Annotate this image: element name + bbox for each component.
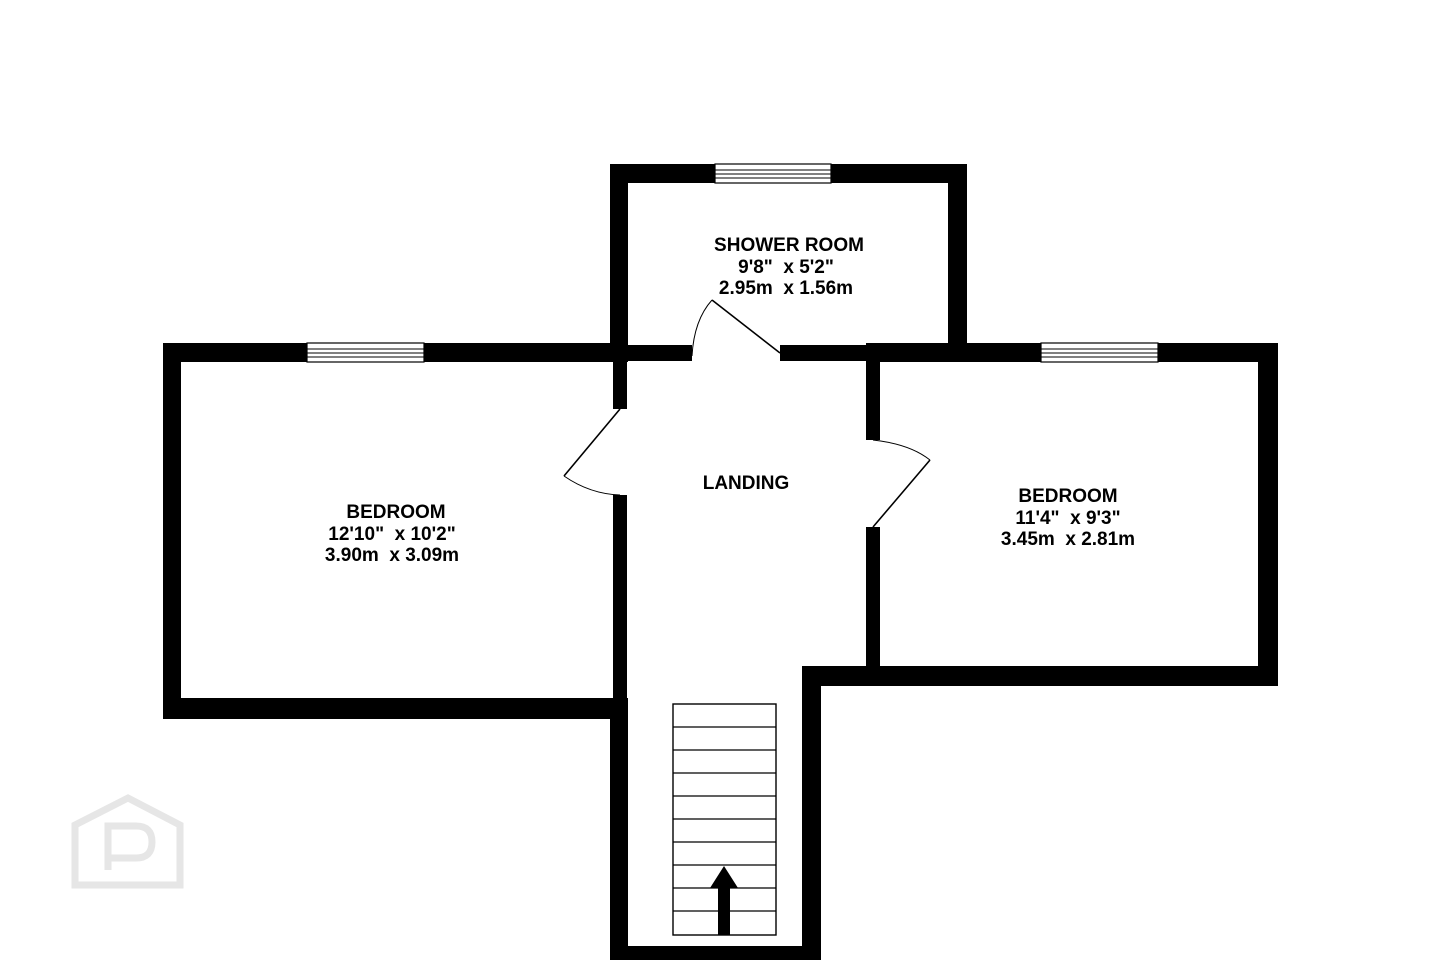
shower-room-label: SHOWER ROOM 9'8" x 5'2" 2.95m x 1.56m [714, 235, 864, 299]
house-p-logo-icon [71, 794, 184, 889]
right-bedroom-name: BEDROOM [1018, 486, 1117, 507]
left-bedroom-left-wall [163, 343, 181, 719]
shower-room-imperial: 9'8" x 5'2" [738, 257, 834, 278]
right-bedroom-right-wall [1258, 343, 1278, 686]
left-bedroom-label: BEDROOM 12'10" x 10'2" 3.90m x 3.09m [325, 502, 459, 566]
left-bedroom-bottom-wall [163, 698, 628, 719]
right-bedroom-imperial: 11'4" x 9'3" [1015, 508, 1120, 529]
right-bedroom-metric: 3.45m x 2.81m [1001, 529, 1135, 550]
shower-bottom-wall-left [610, 345, 692, 361]
left-bedroom-metric: 3.90m x 3.09m [325, 545, 459, 566]
stair-up-arrow-icon [710, 866, 738, 935]
shower-left-wall [610, 164, 628, 360]
shower-right-wall [948, 164, 967, 362]
stair-bottom-wall [610, 946, 821, 960]
shower-room-metric: 2.95m x 1.56m [719, 278, 853, 299]
left-bedroom-imperial: 12'10" x 10'2" [328, 524, 455, 545]
left-bedroom-door [563, 408, 621, 496]
shower-room-door [691, 299, 781, 357]
right-bedroom-label: BEDROOM 11'4" x 9'3" 3.45m x 2.81m [1001, 486, 1135, 550]
shower-room-name: SHOWER ROOM [714, 235, 864, 256]
right-bedroom-left-wall-lower [866, 527, 880, 677]
stair-right-wall [802, 666, 821, 960]
left-bedroom-name: BEDROOM [346, 502, 445, 523]
right-bedroom-window [1040, 342, 1159, 363]
staircase [672, 703, 777, 936]
stair-left-wall [610, 698, 628, 960]
landing-label: LANDING [703, 473, 790, 494]
shower-window [714, 163, 832, 184]
right-bedroom-door [872, 439, 931, 528]
landing-left-wall-upper [613, 360, 627, 409]
right-bedroom-bottom-wall [802, 666, 1278, 686]
left-bedroom-window [306, 342, 425, 363]
landing-left-wall-lower [613, 495, 627, 707]
landing-name: LANDING [703, 473, 790, 494]
right-bedroom-left-wall-upper [866, 360, 880, 440]
walls [163, 164, 1278, 960]
